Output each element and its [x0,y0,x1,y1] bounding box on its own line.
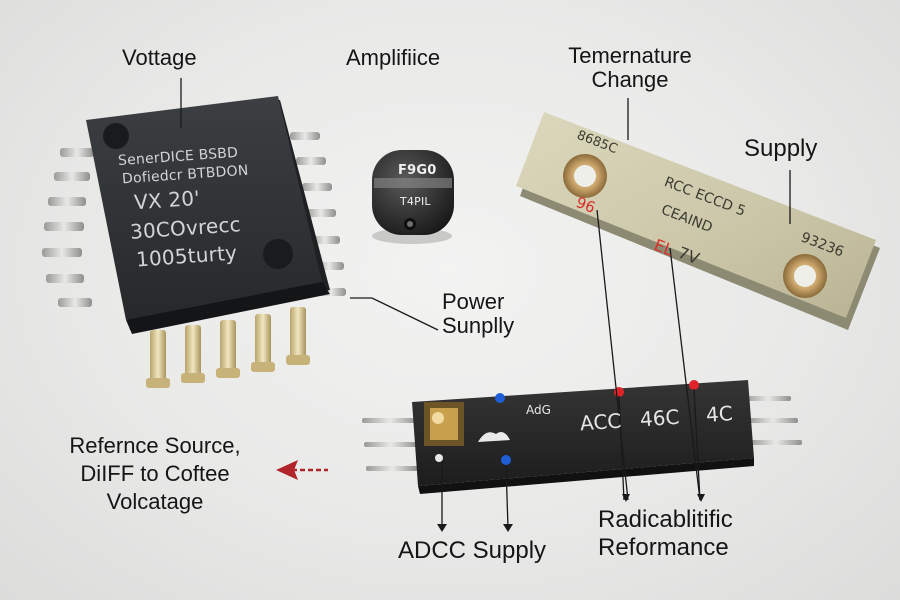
temperature-plate [516,112,880,330]
red-dot-right [689,380,699,390]
label-power-supply: Power Sunplly [442,290,514,338]
chip-bottom-pins [146,307,310,388]
label-voltage: Vottage [122,45,197,70]
ic-chip [42,96,346,388]
label-temperature-line2: Change [591,66,669,92]
label-radical-reformance: Radicablitific Reformance [598,506,733,561]
label-radical-line1: Radicablitific [598,506,733,533]
label-temperature: Temernature Change [540,44,720,92]
amplifier-component [372,150,454,244]
chip-marking-3: VX 20' [133,185,201,215]
amp-marking-2: T4PIL [400,195,431,208]
reference-strip [362,380,802,494]
label-amplifier: Amplifiice [346,45,441,70]
label-reference-line3: Volcatage [106,489,204,515]
label-power-line1: Power [442,289,505,314]
strip-marking-acc: ACC [579,408,623,436]
label-reference-source: Refernce Source, DiIFF to Coftee Volcata… [30,432,280,516]
label-power-line2: Sunplly [442,312,515,338]
strip-marking-4c: 4C [705,401,734,427]
blue-dot-bottom [501,455,511,465]
blue-dot-top [495,393,505,403]
label-reference-line2: DiIFF to Coftee [80,461,230,487]
chip-left-pins [42,148,94,307]
strip-marking-small: AdG [526,403,551,417]
label-supply: Supply [744,135,818,162]
strip-marking-46c: 46C [639,404,681,432]
label-temperature-line1: Temernature [568,43,692,68]
red-arrow-icon [276,460,328,480]
chip-marking-5: 1005turty [135,240,238,272]
leader-arrowheads [437,494,705,532]
amp-marking-1: F9G0 [398,163,437,178]
label-reference-line1: Refernce Source, [69,433,241,458]
label-radical-line2: Reformance [598,533,729,561]
label-adcc-supply: ADCC Supply [398,537,547,564]
leader-lines [180,78,791,529]
